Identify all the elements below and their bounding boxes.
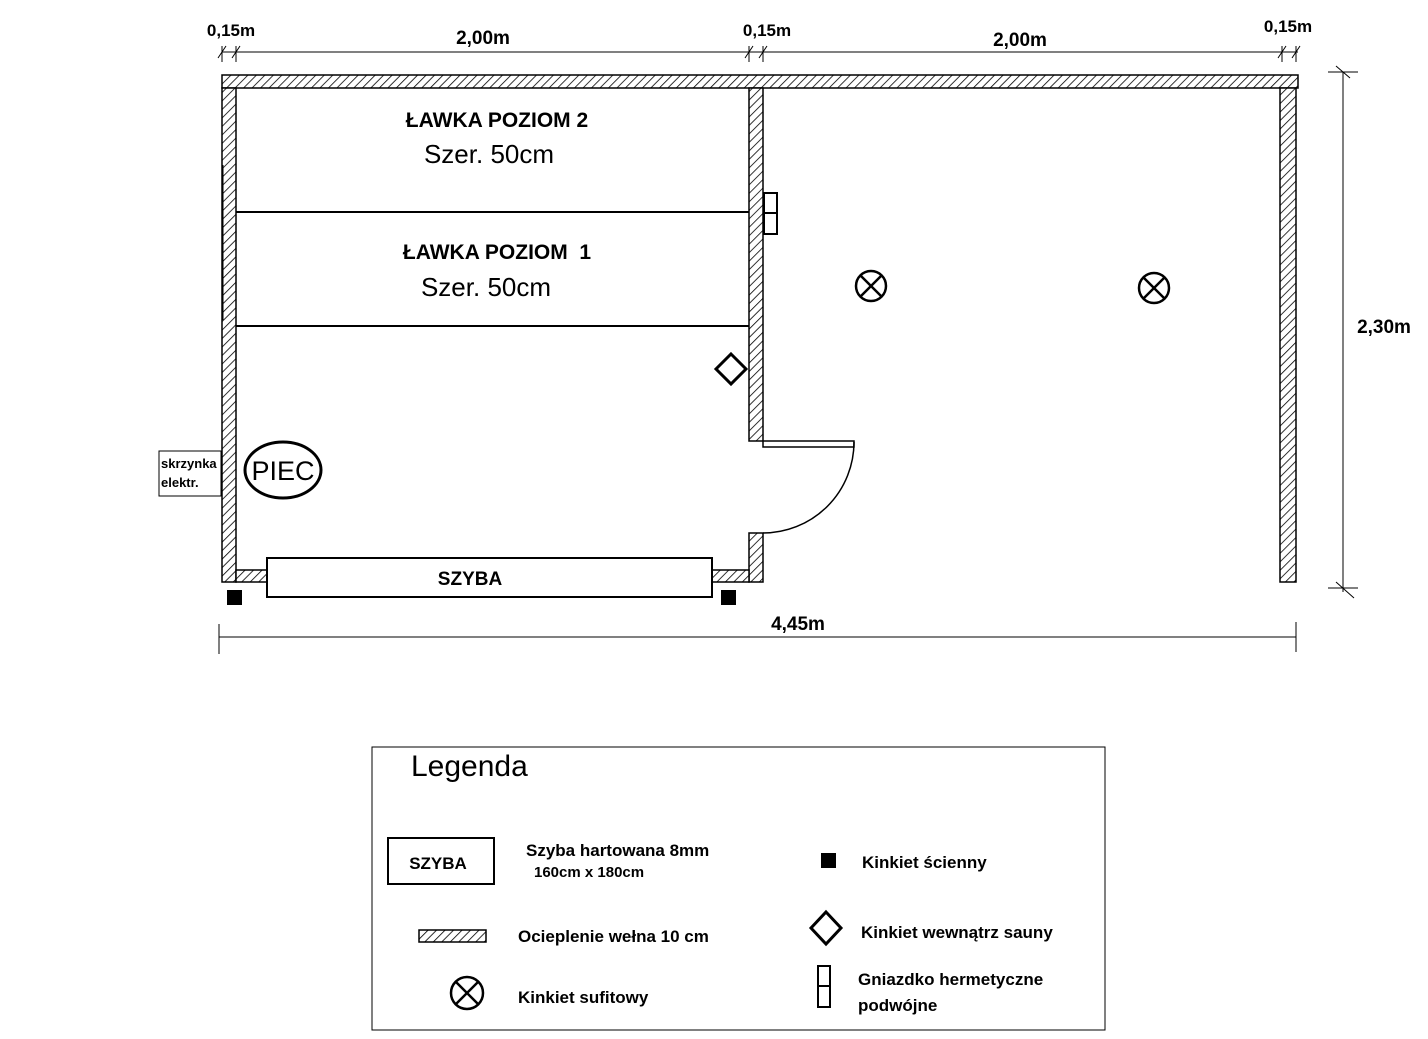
partition-wall-lower <box>748 532 764 583</box>
right-wall <box>1279 87 1297 583</box>
dim-room-depth: 2,30m <box>1357 317 1411 338</box>
walls <box>221 74 1299 583</box>
wall-lamp-icon <box>721 590 736 605</box>
ceiling-lamp-icon <box>1137 271 1171 305</box>
legend-socket-icon <box>817 965 831 1008</box>
dim-total-length: 4,45m <box>771 614 825 635</box>
dim-room-width: 2,00m <box>993 30 1047 51</box>
ceiling-lamp-icon <box>854 269 888 303</box>
stove-oval <box>243 440 323 500</box>
legend-sauna-lamp-label: Kinkiet wewnątrz sauny <box>861 923 1053 942</box>
legend-insulation-label: Ocieplenie wełna 10 cm <box>518 927 709 946</box>
legend-box <box>371 746 1106 1031</box>
glass-window <box>266 557 713 598</box>
bench-level-2-width: Szer. 50cm <box>424 139 554 169</box>
bottom-dimension-line <box>218 622 1297 654</box>
bench-level-2-title: ŁAWKA POZIOM 2 <box>406 109 588 132</box>
dim-wall-right: 0,15m <box>1264 17 1312 36</box>
bench-level-1-width: Szer. 50cm <box>421 272 551 302</box>
legend-ceiling-lamp-icon <box>449 975 485 1011</box>
left-wall <box>221 87 237 583</box>
electric-box-label-line1: skrzynka <box>161 456 217 471</box>
bottom-wall-left <box>235 569 268 583</box>
sauna-lamp-icon <box>713 351 749 387</box>
benches <box>236 211 749 327</box>
glass-window-label: SZYBA <box>438 569 503 590</box>
legend-socket-label-line2: podwójne <box>858 996 937 1015</box>
bench-level-1-title: ŁAWKA POZIOM 1 <box>403 241 592 264</box>
legend-glass-desc-line1: Szyba hartowana 8mm <box>526 841 709 860</box>
legend-glass-symbol <box>387 837 495 885</box>
partition-wall-upper <box>748 87 764 442</box>
dim-sauna-width: 2,00m <box>456 28 510 49</box>
bottom-wall-right <box>711 569 750 583</box>
legend-wall-lamp-icon <box>821 853 836 868</box>
legend-ceiling-lamp-label: Kinkiet sufitowy <box>518 988 649 1007</box>
stove-label: PIEC <box>251 456 314 486</box>
legend-glass-desc-line2: 160cm x 180cm <box>534 864 644 881</box>
legend-title: Legenda <box>411 750 528 783</box>
top-wall <box>221 74 1299 89</box>
wall-lamp-icon <box>227 590 242 605</box>
dim-wall-left: 0,15m <box>207 21 255 40</box>
electric-box-label-line2: elektr. <box>161 475 199 490</box>
legend-socket-label-line1: Gniazdko hermetyczne <box>858 970 1043 989</box>
top-dimension-line <box>217 45 1301 62</box>
legend-glass-symbol-label: SZYBA <box>409 854 467 873</box>
right-dimension-line <box>1328 65 1358 599</box>
door <box>762 440 855 534</box>
electric-box <box>158 450 222 497</box>
legend-sauna-lamp-icon <box>808 909 844 947</box>
legend-wall-lamp-label: Kinkiet ścienny <box>862 853 987 872</box>
double-socket-icon <box>763 192 778 235</box>
legend-insulation-symbol <box>418 929 487 943</box>
dim-wall-middle: 0,15m <box>743 21 791 40</box>
